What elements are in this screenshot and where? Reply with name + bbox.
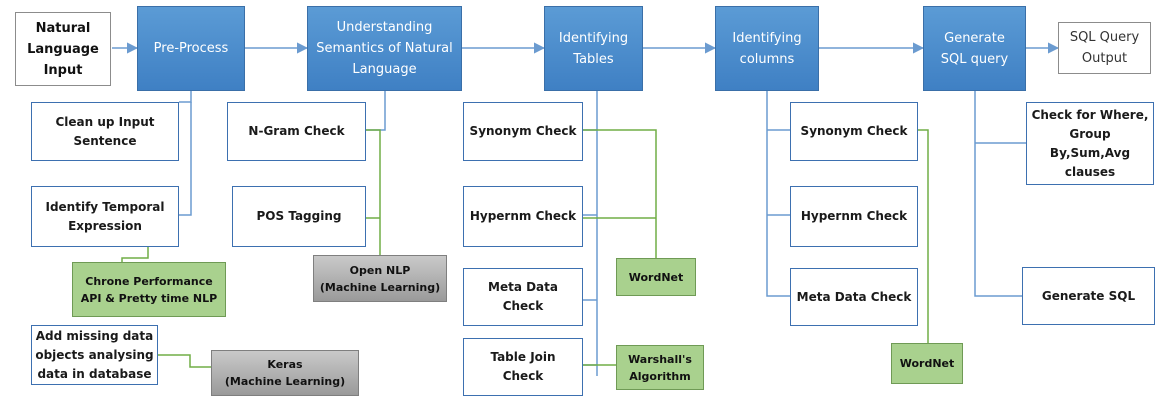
natural-language-input-box: Natural Language Input <box>15 12 111 86</box>
keras-tool: Keras (Machine Learning) <box>211 350 359 396</box>
task-connector <box>366 91 386 131</box>
add-missing-data-objects-task: Add missing data objects analysing data … <box>31 325 158 385</box>
tables-synonym-check-task: Synonym Check <box>463 102 583 161</box>
meta-data-check-columns-task: Meta Data Check <box>790 268 918 326</box>
n-gram-check-task: N-Gram Check <box>227 102 366 161</box>
tool-connector <box>918 129 929 343</box>
tool-connector <box>366 129 381 255</box>
tables-wordnet-tool: WordNet <box>616 258 696 296</box>
columns-wordnet-tool: WordNet <box>891 343 963 384</box>
generate-sql-query-stage: Generate SQL query <box>923 6 1026 91</box>
chrone-pretty-time-tool: Chrone Performance API & Pretty time NLP <box>72 262 226 317</box>
task-connector <box>179 102 192 216</box>
tool-connector <box>158 354 211 368</box>
warshalls-algorithm-tool: Warshall's Algorithm <box>616 345 704 390</box>
columns-synonym-check-task: Synonym Check <box>790 102 918 161</box>
clean-up-input-task: Clean up Input Sentence <box>31 102 179 161</box>
identifying-columns-stage: Identifying columns <box>715 6 819 91</box>
tables-hypernm-check-task: Hypernm Check <box>463 186 583 247</box>
pos-tagging-task: POS Tagging <box>232 186 366 247</box>
tool-connector <box>121 247 149 262</box>
task-connector <box>766 80 790 297</box>
identify-temporal-expression-task: Identify Temporal Expression <box>31 186 179 247</box>
task-connector <box>974 80 1026 297</box>
identifying-tables-stage: Identifying Tables <box>544 6 643 91</box>
table-join-check-task: Table Join Check <box>463 338 583 396</box>
pre-process-stage: Pre-Process <box>137 6 245 91</box>
columns-hypernm-check-task: Hypernm Check <box>790 186 918 247</box>
task-connector <box>179 91 192 103</box>
understanding-semantics-stage: Understanding Semantics of Natural Langu… <box>307 6 462 91</box>
check-clauses-task: Check for Where, Group By,Sum,Avg clause… <box>1026 102 1154 185</box>
generate-sql-task: Generate SQL <box>1022 267 1155 325</box>
task-connector <box>583 129 597 366</box>
open-nlp-tool: Open NLP (Machine Learning) <box>313 255 447 302</box>
meta-data-check-tables-task: Meta Data Check <box>463 268 583 326</box>
sql-query-output-box: SQL Query Output <box>1058 22 1151 74</box>
tool-connector <box>583 129 657 258</box>
